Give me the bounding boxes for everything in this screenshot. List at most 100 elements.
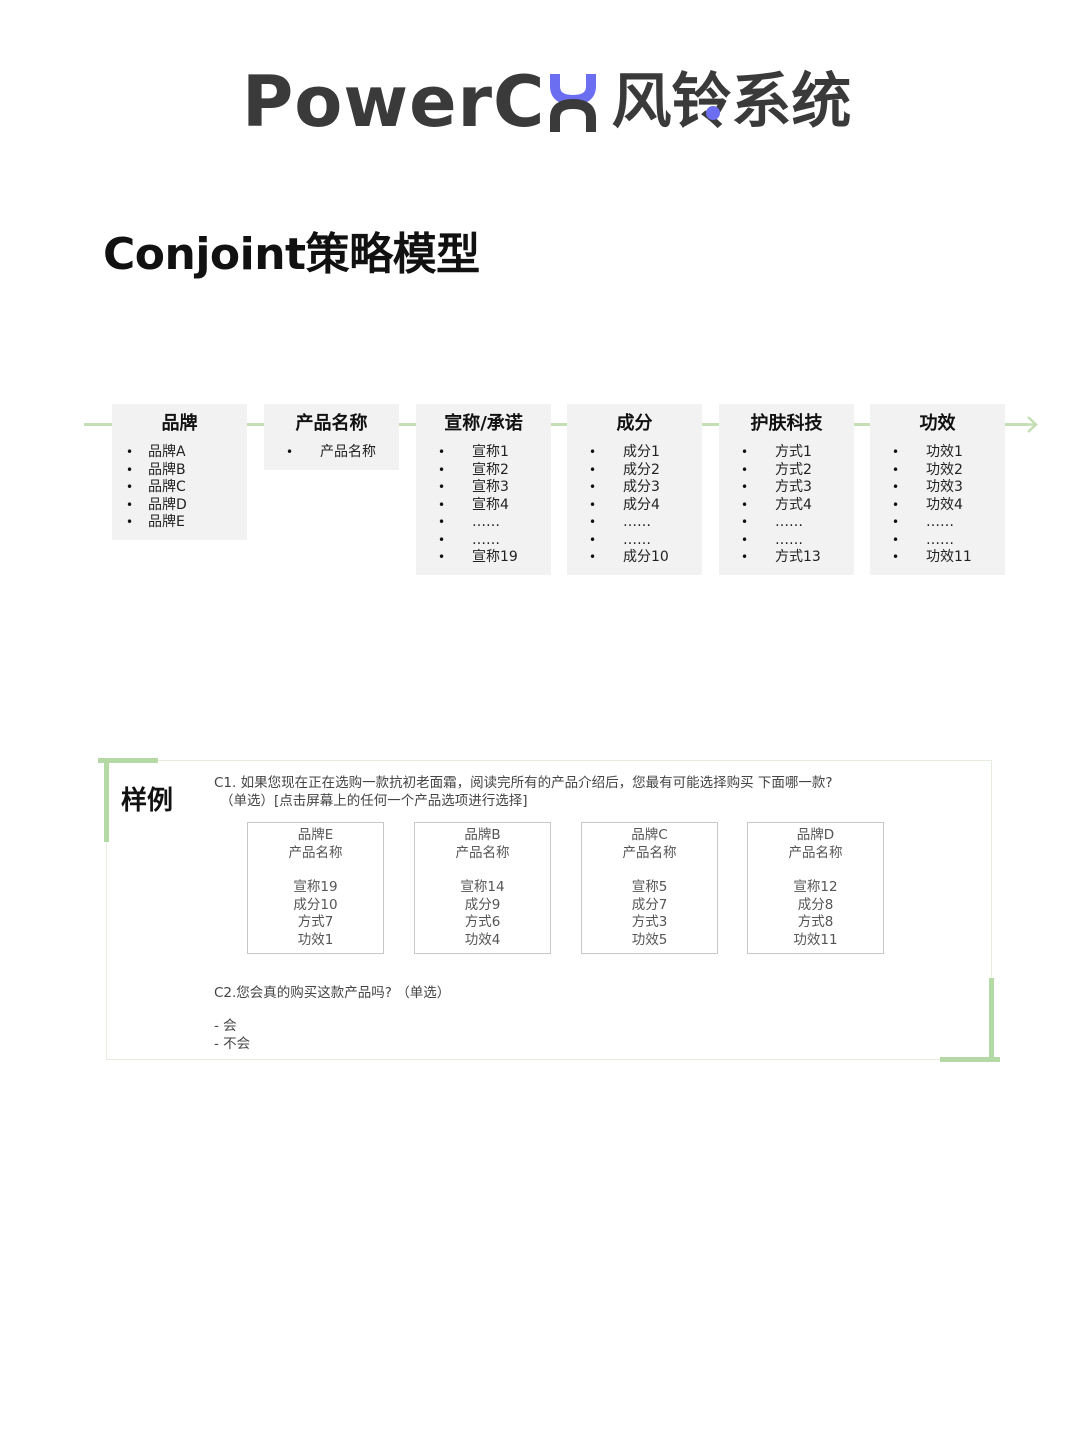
list-item: …… (741, 532, 854, 550)
list-item: 成分1 (589, 444, 702, 462)
attribute-list: 品牌A 品牌B 品牌C 品牌D 品牌E (112, 444, 247, 532)
attribute-header: 功效 (919, 413, 956, 434)
card-brand: 品牌C (631, 827, 668, 843)
list-item: 品牌B (126, 462, 247, 480)
brand-x-icon (549, 72, 597, 132)
question-c1-text: C1. 如果您现在正在选购一款抗初老面霜，阅读完所有的产品介绍后，您最有可能选择… (214, 775, 833, 791)
attribute-header: 护肤科技 (750, 413, 823, 434)
question-c1: C1. 如果您现在正在选购一款抗初老面霜，阅读完所有的产品介绍后，您最有可能选择… (214, 774, 914, 810)
card-ingredient: 成分10 (293, 896, 338, 913)
list-item: 方式4 (741, 497, 854, 515)
list-item: …… (589, 514, 702, 532)
list-item: 功效1 (892, 444, 1005, 462)
card-method: 方式6 (464, 914, 501, 930)
attribute-list: 成分1 成分2 成分3 成分4 …… …… 成分10 (567, 444, 702, 567)
attribute-header: 宣称/承诺 (444, 413, 523, 434)
card-effect: 功效5 (631, 931, 668, 948)
card-effect: 功效4 (464, 931, 501, 948)
attribute-list: 方式1 方式2 方式3 方式4 …… …… 方式13 (719, 444, 854, 567)
product-card[interactable]: 品牌E 产品名称 宣称19 成分10 方式7 功效1 (247, 822, 384, 954)
attribute-list: 宣称1 宣称2 宣称3 宣称4 …… …… 宣称19 (416, 444, 551, 567)
card-name: 产品名称 (788, 844, 843, 861)
list-item: 方式1 (741, 444, 854, 462)
brand-dot-icon (706, 106, 721, 120)
card-ingredient: 成分9 (464, 896, 501, 913)
card-ingredient: 成分8 (797, 896, 834, 913)
list-item: …… (589, 532, 702, 550)
list-item: 功效11 (892, 549, 1005, 567)
list-item: …… (438, 532, 551, 550)
answer-options: - 会 - 不会 (214, 1017, 250, 1053)
question-c2: C2.您会真的购买这款产品吗? （单选） (214, 985, 451, 1001)
page-title: Conjoint策略模型 (103, 229, 480, 280)
list-item: 品牌C (126, 479, 247, 497)
attribute-header: 品牌 (161, 413, 198, 434)
card-name: 产品名称 (455, 844, 510, 861)
list-item: 成分10 (589, 549, 702, 567)
corner-accent (104, 758, 109, 842)
list-item: 成分3 (589, 479, 702, 497)
list-item: …… (892, 514, 1005, 532)
card-method: 方式7 (297, 914, 334, 930)
attribute-box-effects: 功效 功效1 功效2 功效3 功效4 …… …… 功效11 (870, 404, 1005, 575)
attribute-header: 产品名称 (295, 413, 368, 434)
sample-label: 样例 (121, 786, 174, 816)
product-card[interactable]: 品牌C 产品名称 宣称5 成分7 方式3 功效5 (581, 822, 718, 954)
list-item: …… (741, 514, 854, 532)
list-item: 宣称3 (438, 479, 551, 497)
card-brand: 品牌B (464, 827, 501, 843)
attribute-box-claims: 宣称/承诺 宣称1 宣称2 宣称3 宣称4 …… …… 宣称19 (416, 404, 551, 575)
list-item: 宣称1 (438, 444, 551, 462)
attribute-box-ingredients: 成分 成分1 成分2 成分3 成分4 …… …… 成分10 (567, 404, 702, 575)
card-claim: 宣称19 (293, 879, 338, 895)
card-brand: 品牌D (796, 827, 835, 843)
brand-chinese-text: 风铃系统 (611, 67, 852, 137)
list-item: …… (892, 532, 1005, 550)
list-item: 方式3 (741, 479, 854, 497)
sample-frame (106, 760, 992, 1060)
card-claim: 宣称5 (631, 879, 668, 895)
product-card[interactable]: 品牌D 产品名称 宣称12 成分8 方式8 功效11 (747, 822, 884, 954)
list-item: 成分2 (589, 462, 702, 480)
attribute-list: 功效1 功效2 功效3 功效4 …… …… 功效11 (870, 444, 1005, 567)
list-item: 产品名称 (286, 444, 399, 462)
question-c1-instruction: （单选）[点击屏幕上的任何一个产品选项进行选择] (220, 793, 528, 809)
card-method: 方式8 (797, 914, 834, 930)
list-item: 品牌E (126, 514, 247, 532)
brand-chinese: 风铃系统 (611, 64, 851, 140)
brand-logo: PowerC 风铃系统 (242, 64, 851, 140)
card-method: 方式3 (631, 914, 668, 930)
card-ingredient: 成分7 (631, 896, 668, 913)
attribute-box-brand: 品牌 品牌A 品牌B 品牌C 品牌D 品牌E (112, 404, 247, 540)
list-item: 功效4 (892, 497, 1005, 515)
list-item: 宣称2 (438, 462, 551, 480)
attribute-list: 产品名称 (264, 444, 399, 462)
card-effect: 功效1 (297, 931, 334, 948)
card-claim: 宣称12 (793, 879, 838, 895)
option-no[interactable]: - 不会 (214, 1036, 251, 1052)
list-item: 方式13 (741, 549, 854, 567)
card-name: 产品名称 (288, 844, 343, 861)
attribute-box-product-name: 产品名称 产品名称 (264, 404, 399, 470)
list-item: 品牌A (126, 444, 247, 462)
list-item: 功效2 (892, 462, 1005, 480)
list-item: 方式2 (741, 462, 854, 480)
list-item: 功效3 (892, 479, 1005, 497)
flow-line (84, 423, 1028, 426)
card-effect: 功效11 (793, 931, 838, 948)
corner-accent (98, 758, 158, 763)
attribute-header: 成分 (616, 413, 653, 434)
card-name: 产品名称 (622, 844, 677, 861)
list-item: 品牌D (126, 497, 247, 515)
list-item: 宣称4 (438, 497, 551, 515)
option-yes[interactable]: - 会 (214, 1018, 237, 1034)
list-item: …… (438, 514, 551, 532)
arrow-right-icon (1018, 416, 1038, 433)
list-item: 成分4 (589, 497, 702, 515)
corner-accent (989, 978, 994, 1062)
card-brand: 品牌E (297, 827, 334, 843)
corner-accent (940, 1057, 1000, 1062)
brand-latin: PowerC (242, 61, 546, 143)
card-claim: 宣称14 (460, 879, 505, 895)
product-card[interactable]: 品牌B 产品名称 宣称14 成分9 方式6 功效4 (414, 822, 551, 954)
